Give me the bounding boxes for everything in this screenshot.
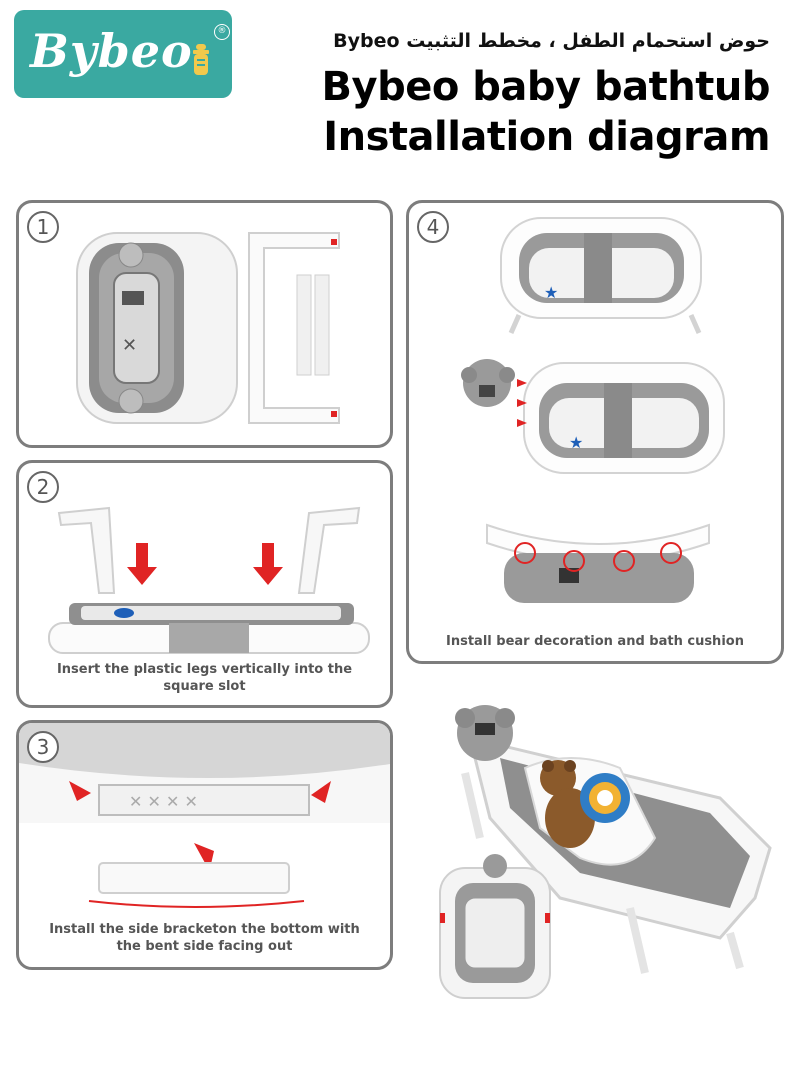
step-1-panel: 1 ✕	[16, 200, 393, 448]
step-3-panel: 3 ✕ ✕ ✕ ✕ Install the side bracketon the…	[16, 720, 393, 970]
svg-text:✕ ✕ ✕ ✕: ✕ ✕ ✕ ✕	[129, 792, 198, 811]
step-1-number: 1	[27, 211, 59, 243]
arabic-title: حوض استحمام الطفل ، مخطط التثبيت Bybeo	[333, 30, 770, 52]
insert-legs-illustration	[48, 506, 370, 654]
step-4-panel: 4 ★ ★ Install bear decoration and bath c…	[406, 200, 784, 664]
step-3-number: 3	[27, 731, 59, 763]
bear-and-cushion-illustration: ★ ★	[461, 217, 725, 603]
assembled-bathtub-illustration	[439, 705, 772, 999]
svg-text:★: ★	[544, 283, 558, 302]
step-4-number: 4	[417, 211, 449, 243]
brand-logo: Bybeo ®	[14, 10, 232, 98]
side-bracket-illustration: ✕ ✕ ✕ ✕	[19, 723, 390, 908]
step-2-caption: Insert the plastic legs vertically into …	[56, 662, 353, 694]
step-4-caption: Install bear decoration and bath cushion	[446, 634, 744, 649]
step-3-caption: Install the side bracketon the bottom wi…	[49, 922, 360, 954]
page-title-line2: Installation diagram	[323, 114, 770, 160]
step-2-number: 2	[27, 471, 59, 503]
svg-text:★: ★	[569, 433, 583, 452]
page-title-line1: Bybeo baby bathtub	[321, 64, 771, 110]
folded-tub-and-legs-illustration: ✕	[76, 232, 340, 424]
registered-mark: ®	[214, 24, 230, 40]
baby-bottle-icon	[193, 44, 209, 75]
red-down-arrow-right	[253, 543, 283, 585]
brand-logo-text: Bybeo	[30, 24, 193, 78]
svg-text:✕: ✕	[122, 335, 137, 356]
step-2-panel: 2 Insert the plastic legs vertically int…	[16, 460, 393, 708]
red-down-arrow-left	[127, 543, 157, 585]
